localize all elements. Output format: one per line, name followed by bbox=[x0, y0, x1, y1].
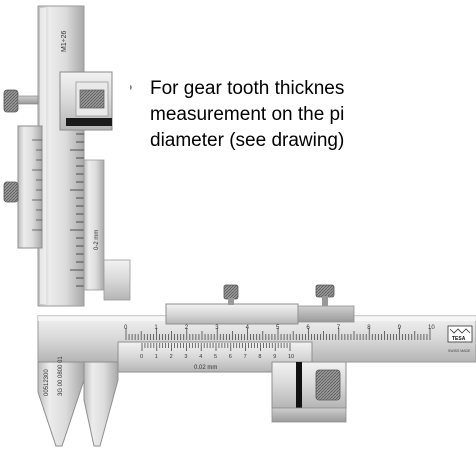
vernier-scale-number: 4 bbox=[199, 354, 202, 360]
bullet-line-2: measurement on the pi bbox=[150, 104, 345, 125]
vertical-beam-lower: 0-2 mm bbox=[83, 159, 131, 301]
vernier-scale-number: 10 bbox=[288, 354, 294, 360]
horizontal-main-scale: 0 1 2 3 4 5 6 7 8 9 10 bbox=[124, 325, 435, 340]
vernier-scale-number: 1 bbox=[155, 354, 158, 360]
tesa-logo: TESA SWISS MADE bbox=[447, 325, 473, 353]
vernier-label: 0.02 mm bbox=[194, 365, 217, 371]
horizontal-knob-left bbox=[223, 284, 239, 305]
horizontal-knob-right bbox=[315, 284, 335, 306]
main-scale-number: 8 bbox=[367, 325, 371, 331]
main-scale-number: 10 bbox=[428, 325, 435, 331]
vernier-scale-number: 5 bbox=[214, 354, 217, 360]
vernier-scale-number: 7 bbox=[244, 354, 247, 360]
vertical-beam: M1÷26 bbox=[37, 5, 85, 307]
side-serial-2: 3G 00 0800 01 bbox=[58, 356, 64, 396]
side-serial-1: 00512300 bbox=[44, 369, 50, 396]
brand-sub-text: SWISS MADE bbox=[448, 349, 471, 353]
lower-jaw-block bbox=[271, 361, 347, 423]
bullet-line-3: diameter (see drawing) bbox=[150, 130, 345, 151]
main-scale-number: 6 bbox=[306, 325, 310, 331]
vertical-scale-marking: M1÷26 bbox=[61, 31, 68, 52]
bullet-line-1: For gear tooth thicknes bbox=[150, 78, 345, 99]
main-scale-number: 1 bbox=[154, 325, 158, 331]
bullet-dot: • bbox=[130, 76, 133, 102]
main-scale-number: 7 bbox=[337, 325, 341, 331]
vertical-scale-sub-marking: 0-2 mm bbox=[94, 230, 100, 250]
vernier-scale-number: 3 bbox=[184, 354, 187, 360]
bullet-text-block: • For gear tooth thicknes measurement on… bbox=[130, 76, 476, 154]
vertical-slider-block bbox=[59, 71, 113, 131]
main-scale-number: 5 bbox=[276, 325, 280, 331]
vernier-scale-number: 0 bbox=[140, 354, 143, 360]
main-scale-number: 2 bbox=[185, 325, 189, 331]
vernier-scale-number: 9 bbox=[273, 354, 276, 360]
brand-text: TESA bbox=[452, 336, 466, 342]
main-scale-number: 9 bbox=[398, 325, 402, 331]
vertical-vernier-slider bbox=[17, 125, 43, 249]
left-knob-lower bbox=[3, 181, 19, 203]
measuring-jaws: 00512300 3G 00 0800 01 bbox=[37, 356, 119, 447]
left-knob-upper bbox=[3, 89, 39, 113]
vernier-scale-number: 2 bbox=[170, 354, 173, 360]
main-scale-number: 0 bbox=[124, 325, 128, 331]
vernier-scale-number: 6 bbox=[229, 354, 232, 360]
horizontal-top-slider bbox=[165, 303, 355, 325]
main-scale-number: 4 bbox=[246, 325, 250, 331]
main-scale-number: 3 bbox=[215, 325, 219, 331]
vernier-scale-number: 8 bbox=[258, 354, 261, 360]
